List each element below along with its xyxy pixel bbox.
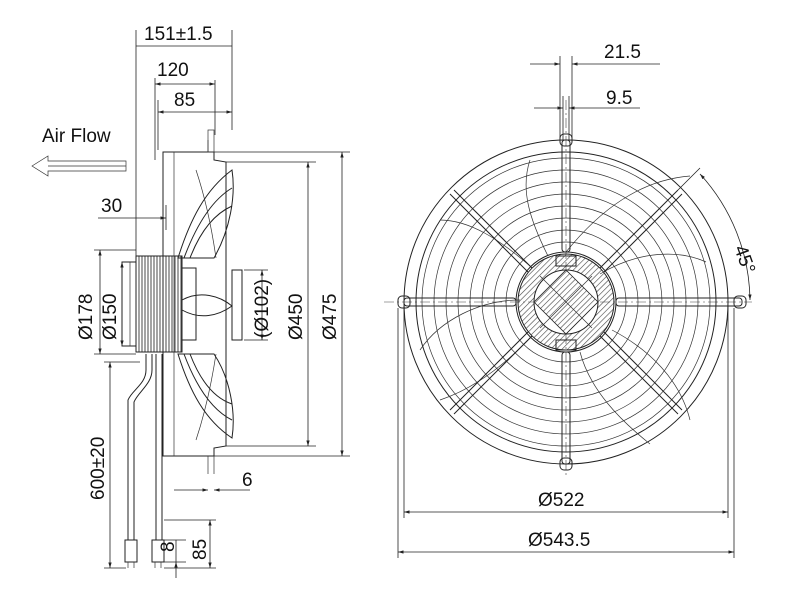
front-diameter-dims: [397, 306, 735, 558]
dim-30-label: 30: [101, 196, 122, 217]
dia-150-label: Ø150: [100, 294, 121, 340]
fan-blades-side: [177, 169, 234, 441]
depth-120-label: 120: [157, 60, 189, 81]
dia-450-label: Ø450: [286, 294, 307, 340]
hub-side: [231, 269, 243, 341]
hub-front: [517, 253, 615, 351]
fan-blades-front: [419, 159, 707, 445]
depth-dimensions: [135, 30, 233, 262]
slot-9-5-label: 9.5: [606, 88, 632, 109]
motor-diameter-dims: [94, 249, 136, 355]
dia-475-label: Ø475: [320, 294, 341, 340]
dim-85b-label: 85: [190, 539, 211, 560]
dim-8-label: 8: [158, 541, 179, 552]
angle-45-label: 45°: [729, 243, 759, 277]
front-view: 21.5 9.5 45° Ø522 Ø543.5: [384, 42, 759, 558]
inner-ring: [415, 151, 717, 453]
dia-543-5-label: Ø543.5: [528, 530, 590, 551]
slot-21-5-label: 21.5: [604, 42, 641, 63]
slot-dims: [530, 56, 660, 140]
dim-30: [98, 205, 167, 230]
dia-522-label: Ø522: [538, 490, 584, 511]
fan-diameter-dims: [214, 151, 350, 457]
guard-spokes: [403, 139, 743, 465]
air-flow-label: Air Flow: [42, 126, 111, 147]
depth-total-label: 151±1.5: [144, 24, 213, 45]
dim-6-label: 6: [242, 470, 253, 491]
depth-85-label: 85: [174, 90, 195, 111]
guard-rings: [421, 157, 711, 447]
cable-length-dim: [104, 361, 140, 569]
side-view: Air Flow 151±1.5 120 85 30: [31, 24, 350, 578]
air-flow-arrow: [31, 155, 127, 177]
dia-178-label: Ø178: [76, 294, 97, 340]
cables: [124, 354, 165, 568]
angle-dim: [677, 167, 752, 301]
dia-102-label: (Ø102): [252, 279, 273, 338]
dim-terminal: [164, 519, 216, 578]
motor: [121, 255, 197, 353]
cable-length-label: 600±20: [88, 437, 109, 500]
